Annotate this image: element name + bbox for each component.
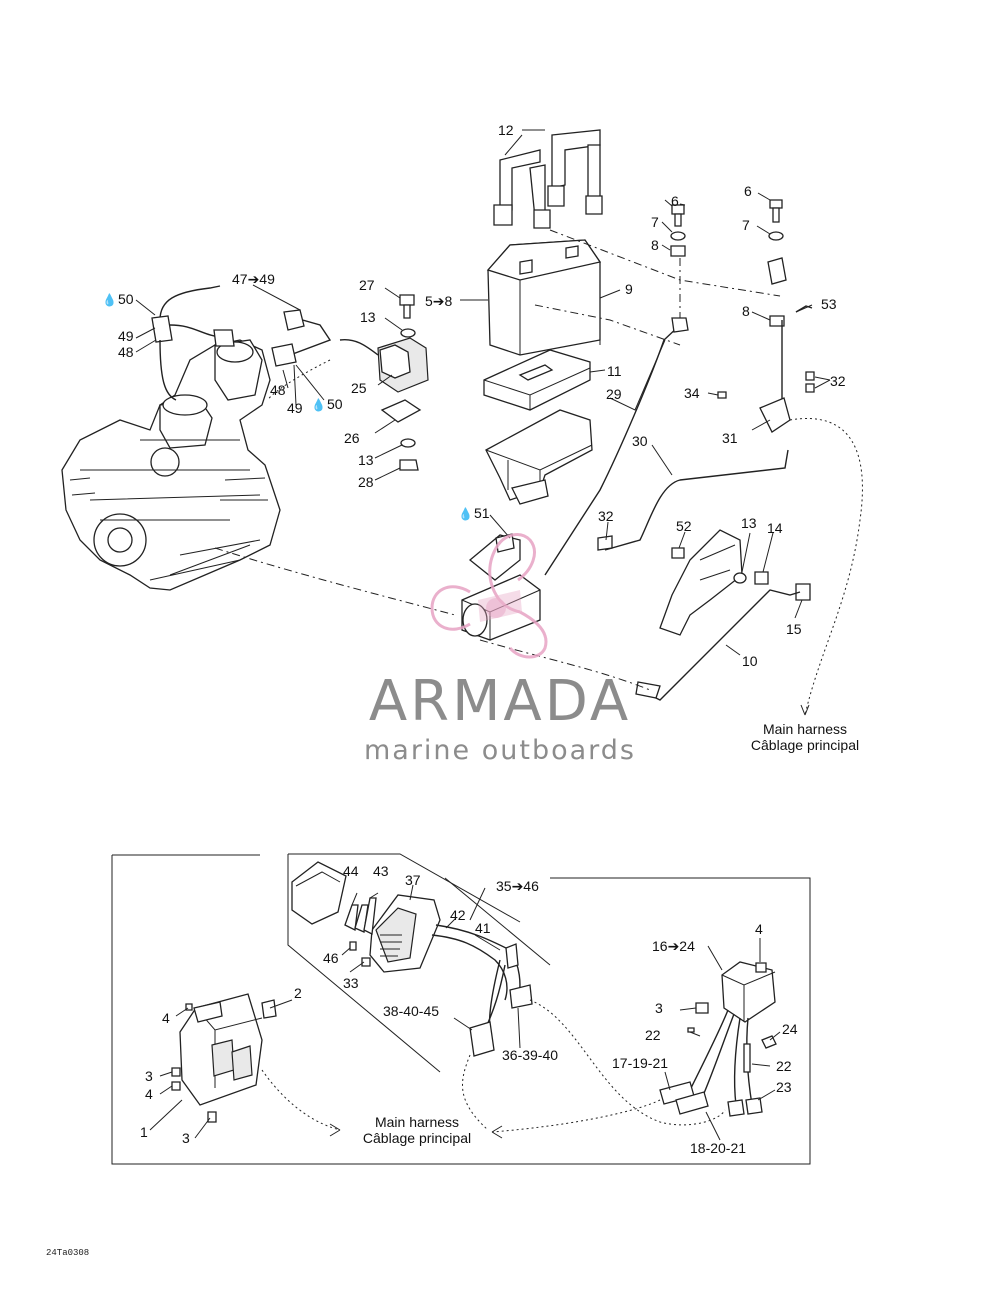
- callout-32: 32: [598, 508, 614, 524]
- callout-12: 12: [498, 122, 514, 138]
- callout-48: 48: [118, 344, 134, 360]
- lower-harness-routes: [261, 999, 726, 1139]
- callout-50: 💧50: [102, 291, 134, 307]
- callout-26: 26: [344, 430, 360, 446]
- callout-3: 3: [182, 1130, 190, 1146]
- callout-48: 48: [270, 382, 286, 398]
- callout-32: 32: [830, 373, 846, 389]
- callout-23: 23: [776, 1079, 792, 1095]
- callout-51: 💧51: [458, 505, 490, 521]
- callout-4: 4: [145, 1086, 153, 1102]
- oil-drop-icon: 💧: [458, 507, 473, 521]
- harness-label-fr: Câblage principal: [362, 1130, 472, 1146]
- callout-16-24: 16➔24: [652, 938, 695, 954]
- callout-7: 7: [651, 214, 659, 230]
- callout-28: 28: [358, 474, 374, 490]
- callout-13: 13: [741, 515, 757, 531]
- callout-22: 22: [776, 1058, 792, 1074]
- oil-drop-icon: 💧: [311, 398, 326, 412]
- callout-34: 34: [684, 385, 700, 401]
- callout-27: 27: [359, 277, 375, 293]
- callout-46: 46: [323, 950, 339, 966]
- harness-label-fr: Câblage principal: [750, 737, 860, 753]
- ground-bracket: [635, 529, 811, 701]
- callout-25: 25: [351, 380, 367, 396]
- watermark-brand: ARMADA: [368, 669, 632, 734]
- callout-7: 7: [742, 217, 750, 233]
- leader-lines-top: [135, 129, 831, 656]
- callout-31: 31: [722, 430, 738, 446]
- battery-cables: [544, 305, 863, 716]
- oil-drop-icon: 💧: [102, 293, 117, 307]
- engine-block: [61, 339, 281, 591]
- harness-label-en: Main harness: [374, 1114, 460, 1130]
- callout-18-20-21: 18-20-21: [690, 1140, 747, 1156]
- callout-37: 37: [405, 872, 421, 888]
- callout-5-8: 5➔8: [425, 293, 453, 309]
- callout-30: 30: [632, 433, 648, 449]
- battery: [486, 239, 602, 356]
- callout-6: 6: [671, 193, 679, 209]
- callout-4: 4: [162, 1010, 170, 1026]
- callout-49: 49: [118, 328, 134, 344]
- callout-9: 9: [625, 281, 633, 297]
- callout-50: 💧50: [311, 396, 343, 412]
- callout-3: 3: [655, 1000, 663, 1016]
- callout-2: 2: [294, 985, 302, 1001]
- callout-22: 22: [645, 1027, 661, 1043]
- watermark-tagline: marine outboards: [363, 735, 636, 766]
- callout-15: 15: [786, 621, 802, 637]
- callout-49: 49: [287, 400, 303, 416]
- callout-35-46: 35➔46: [496, 878, 539, 894]
- callout-52: 52: [676, 518, 692, 534]
- fuse-box-37: [291, 861, 441, 973]
- callout-3: 3: [145, 1068, 153, 1084]
- battery-tray-11: [483, 349, 593, 505]
- fuse-harness: [431, 924, 533, 1057]
- callout-41: 41: [475, 920, 491, 936]
- callout-53: 53: [821, 296, 837, 312]
- callout-1: 1: [140, 1124, 148, 1140]
- callout-10: 10: [742, 653, 758, 669]
- callout-8: 8: [742, 303, 750, 319]
- armada-logo-mark: [430, 533, 548, 659]
- drawing-code: 24Ta0308: [46, 1248, 90, 1258]
- callout-8: 8: [651, 237, 659, 253]
- callout-11: 11: [607, 363, 622, 379]
- callout-42: 42: [450, 907, 466, 923]
- ignition-coil-25: [339, 294, 429, 471]
- battery-straps-12: [493, 129, 603, 229]
- relay-16: [659, 961, 777, 1117]
- callout-24: 24: [782, 1021, 798, 1037]
- battery-hardware: [670, 199, 787, 327]
- harness-label-en: Main harness: [762, 721, 848, 737]
- callout-33: 33: [343, 975, 359, 991]
- callout-6: 6: [744, 183, 752, 199]
- callout-4: 4: [755, 921, 763, 937]
- callout-13: 13: [360, 309, 376, 325]
- callout-43: 43: [373, 863, 389, 879]
- callout-44: 44: [343, 863, 359, 879]
- callout-47-49: 47➔49: [232, 271, 275, 287]
- callout-38-40-45: 38-40-45: [383, 1003, 440, 1019]
- callout-13: 13: [358, 452, 374, 468]
- sensor-wiring: [151, 285, 332, 401]
- starter-solenoid: [461, 533, 541, 641]
- callout-14: 14: [767, 520, 783, 536]
- control-module-1: [171, 993, 277, 1123]
- main-harness-label-upper: Main harness Câblage principal: [718, 721, 892, 753]
- callout-17-19-21: 17-19-21: [612, 1055, 669, 1071]
- reference-lines-top: [214, 229, 781, 691]
- main-harness-label-lower: Main harness Câblage principal: [330, 1114, 504, 1146]
- callout-36-39-40: 36-39-40: [502, 1047, 559, 1063]
- leader-lines-lower: [149, 884, 781, 1141]
- callout-29: 29: [606, 386, 622, 402]
